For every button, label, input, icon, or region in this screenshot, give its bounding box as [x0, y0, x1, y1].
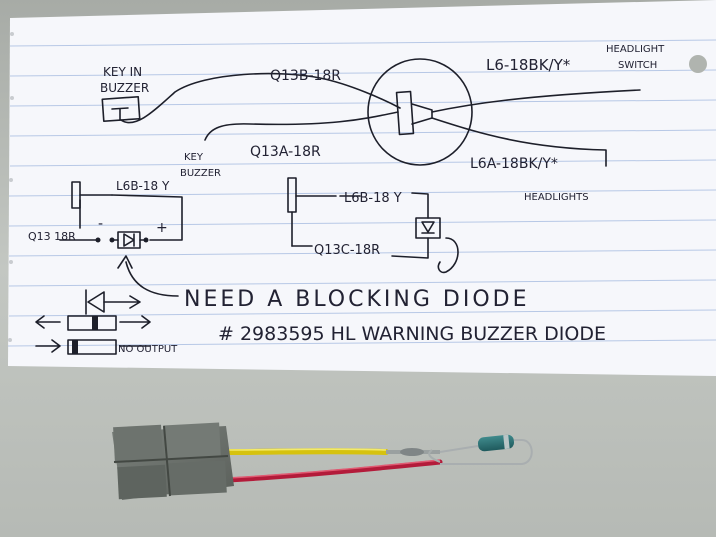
label-q13b: Q13B-18R [270, 68, 341, 84]
label-key-in-buzzer: BUZZER [100, 81, 149, 95]
arrow-to-diode [125, 261, 179, 297]
note-part-number: # 2983595 HL WARNING BUZZER DIODE [218, 323, 606, 345]
wire-q13a [204, 111, 399, 141]
diode-band [503, 434, 510, 450]
arrow-head [117, 255, 133, 269]
wire-l6 [431, 89, 641, 113]
plug-assembly [112, 422, 533, 500]
diode-sketches [35, 289, 151, 355]
solder-joint [400, 448, 424, 456]
label-no-output: NO OUTPUT [118, 344, 178, 355]
label-headlights: HEADLIGHTS [524, 192, 589, 203]
label-key: KEY [184, 152, 204, 163]
label-buzzer: BUZZER [180, 168, 221, 179]
note-need-blocking-diode: NEED A BLOCKING DIODE [184, 287, 529, 312]
label-switch: SWITCH [618, 60, 657, 71]
label-l6b-mid: L6B-18 Y [344, 191, 402, 206]
connector-contact [395, 90, 433, 136]
yellow-wire [225, 448, 389, 455]
label-q13c: Q13C-18R [314, 243, 380, 258]
red-wire [225, 459, 443, 483]
connector-outline [367, 58, 473, 166]
red-wire-highlight [227, 459, 441, 479]
label-l6a: L6A-18BK/Y* [470, 156, 558, 172]
label-q13a: Q13A-18R [250, 144, 321, 160]
label-headlight: HEADLIGHT [606, 44, 665, 55]
label-l6: L6-18BK/Y* [486, 56, 571, 74]
diode-lead [440, 439, 533, 465]
label-key-in: KEY IN [103, 65, 142, 79]
wiring-diagram: KEY IN BUZZER Q13B-18R L6-18BK/Y* HEADLI… [28, 44, 665, 355]
connector-plug [112, 422, 234, 500]
paper-sheet [7, 0, 716, 376]
yellow-wire-highlight [227, 448, 387, 451]
middle-circuit [287, 177, 459, 274]
label-minus: - [98, 216, 103, 232]
label-plus: + [156, 220, 168, 236]
label-l6b-left: L6B-18 Y [116, 179, 170, 193]
left-circuit [59, 181, 183, 249]
wire-q13b [120, 72, 401, 124]
wire-l6a [431, 117, 607, 167]
hole-punch [689, 55, 707, 73]
label-q13-left: Q13 18R [28, 230, 76, 243]
